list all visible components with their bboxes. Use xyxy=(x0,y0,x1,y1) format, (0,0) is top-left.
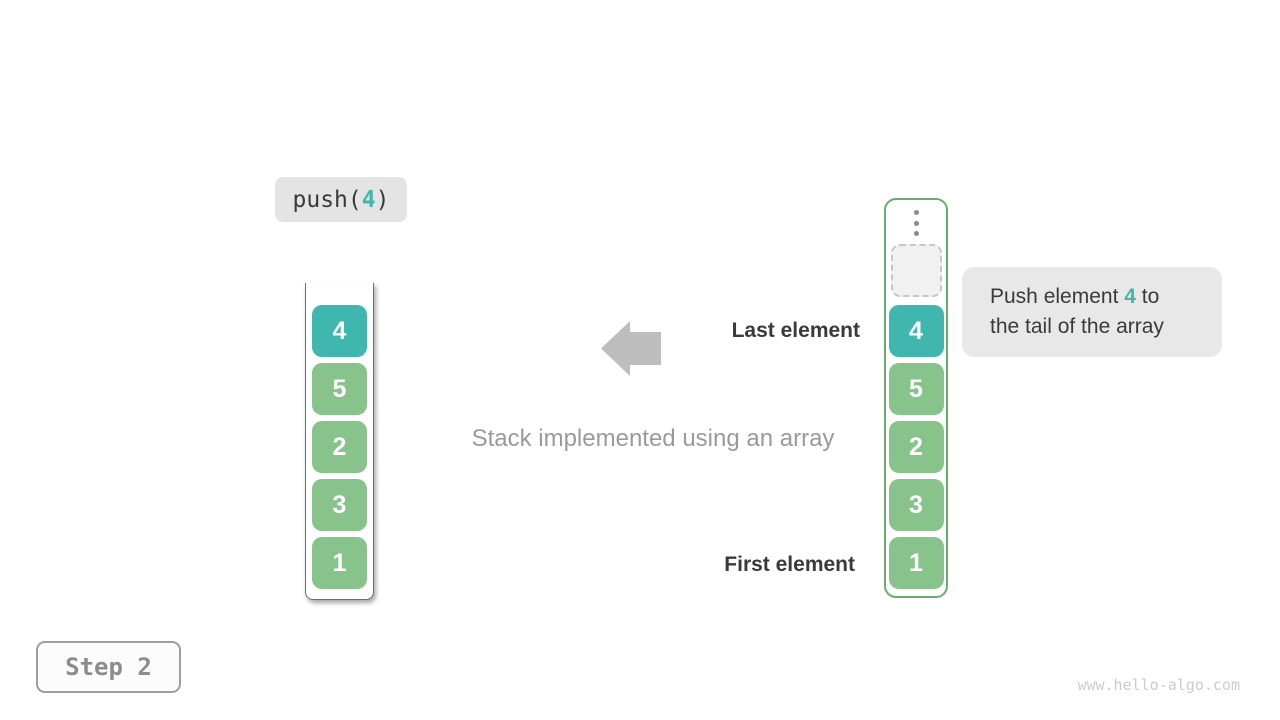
watermark-text: www.hello-algo.com xyxy=(1077,676,1240,694)
stack-element-2: 2 xyxy=(888,421,944,473)
stack-element-5: 5 xyxy=(312,363,367,415)
stack-element-2: 2 xyxy=(312,421,367,473)
step-badge: Step 2 xyxy=(36,641,181,693)
stack-element-1: 1 xyxy=(312,537,367,589)
last-element-label: Last element xyxy=(731,319,860,342)
stack-element-4: 4 xyxy=(888,305,944,357)
ellipsis-dot xyxy=(913,220,919,226)
vertical-ellipsis-icon xyxy=(886,210,946,236)
stack-element-1: 1 xyxy=(888,537,944,589)
push-operation-badge: push(4) xyxy=(275,177,407,222)
push-operation-prefix: push( xyxy=(292,186,362,213)
push-tooltip: Push element 4 to the tail of the array xyxy=(962,267,1222,357)
ellipsis-dot xyxy=(913,210,919,215)
diagram-caption: Stack implemented using an array xyxy=(471,425,835,452)
array-container: 4 5 2 3 1 xyxy=(884,198,948,598)
left-arrow-icon xyxy=(601,321,661,381)
push-operation-suffix: ) xyxy=(375,186,390,213)
stack-element-4: 4 xyxy=(312,305,367,357)
array-boxes: 4 5 2 3 1 xyxy=(886,305,946,589)
stack-element-5: 5 xyxy=(888,363,944,415)
stack-element-3: 3 xyxy=(888,479,944,531)
tooltip-text-after: to the tail of the array xyxy=(990,285,1164,338)
stack-container: 4 5 2 3 1 xyxy=(305,283,374,600)
empty-array-slot xyxy=(890,244,942,297)
stack-element-3: 3 xyxy=(312,479,367,531)
tooltip-text-before: Push element xyxy=(990,285,1125,308)
tooltip-highlight-value: 4 xyxy=(1124,285,1136,308)
first-element-label: First element xyxy=(724,553,855,576)
ellipsis-dot xyxy=(913,231,919,236)
push-operation-value: 4 xyxy=(361,186,376,213)
